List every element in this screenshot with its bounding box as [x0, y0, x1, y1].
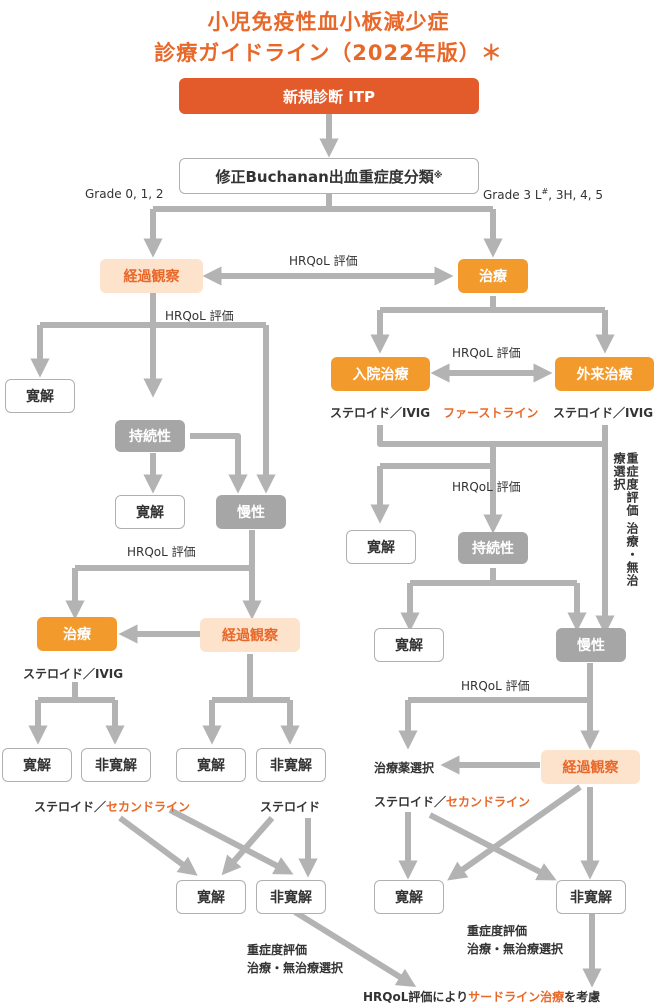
arrow-cross-a — [118, 815, 198, 876]
title-line-1: 小児免疫性血小板減少症 — [207, 10, 450, 34]
steroid-second-left-b: セカンドライン — [106, 800, 191, 814]
arrow-to-remission-l1 — [40, 322, 266, 368]
first-line-label: ファーストライン — [443, 406, 539, 420]
steroid-second-right-a: ステロイド／ — [374, 795, 447, 809]
grade-right-b: , 3H, 4, 5 — [548, 188, 604, 202]
severity-left-label: 重症度評価 治療・無治療選択 — [247, 941, 343, 977]
hrqol-label-1: HRQoL 評価 — [289, 254, 358, 268]
hrqol-label-4: HRQoL 評価 — [452, 346, 521, 360]
steroid-second-right-b: セカンドライン — [446, 795, 531, 809]
grade-left-label: Grade 0, 1, 2 — [85, 187, 164, 201]
severity-vertical-label: 重症度評価 治療・無治療選択 — [612, 452, 639, 588]
final-note-a: HRQoL評価により — [363, 990, 469, 1004]
severity-right-label: 重症度評価 治療・無治療選択 — [467, 922, 563, 958]
final-note-b: サードライン治療 — [468, 990, 565, 1004]
steroid-ivig-in-label: ステロイド／IVIG — [330, 406, 431, 420]
final-note: HRQoL評価によりサードライン治療を考慮 — [363, 988, 600, 1005]
buchanan-label: 修正Buchanan出血重症度分類 — [215, 167, 434, 186]
observe-right-node: 経過観察 — [541, 750, 640, 784]
arrow-treat-top-branch — [377, 296, 605, 344]
observe-top-node: 経過観察 — [100, 259, 203, 293]
hrqol-label-3: HRQoL 評価 — [127, 545, 196, 559]
remission-node-l1: 寛解 — [5, 379, 75, 413]
arrow-buchanan-branch — [153, 193, 493, 212]
arrow-persistent-r-branch — [407, 568, 577, 622]
nonremission-node-l2: 非寛解 — [256, 748, 326, 782]
treat-top-node: 治療 — [458, 259, 528, 293]
arrow-in-out-merge — [377, 425, 608, 447]
persistent-left-node: 持続性 — [115, 420, 185, 452]
severity-right-line-1: 重症度評価 — [467, 924, 528, 938]
observe-left-node: 経過観察 — [200, 618, 300, 652]
hrqol-label-2: HRQoL 評価 — [165, 309, 234, 323]
arrow-persistent-chronic — [190, 433, 248, 494]
outpatient-node: 外来治療 — [555, 357, 654, 391]
drug-select-label: 治療薬選択 — [374, 761, 435, 775]
remission-node-l3: 寛解 — [2, 748, 72, 782]
inpatient-node: 入院治療 — [331, 357, 430, 391]
steroid-second-left-a: ステロイド／ — [34, 800, 107, 814]
arrow-cross-b — [168, 807, 294, 875]
persistent-right-node: 持続性 — [458, 532, 528, 564]
arrow-chronic-l-branch — [75, 565, 252, 610]
grade-right-label: Grade 3 L#, 3H, 4, 5 — [483, 187, 603, 202]
grade-right-sup: # — [541, 187, 549, 196]
remission-node-l2: 寛解 — [115, 495, 185, 529]
steroid-second-right-label: ステロイド／セカンドライン — [374, 793, 530, 810]
remission-node-r3: 寛解 — [374, 880, 444, 914]
severity-left-line-2: 治療・無治療選択 — [247, 961, 344, 975]
arrow-treat-l-down — [35, 682, 115, 735]
steroid-second-left-label: ステロイド／セカンドライン — [34, 798, 190, 815]
remission-node-l4: 寛解 — [176, 748, 246, 782]
arrow-observe-l-down — [209, 654, 290, 735]
hrqol-label-6: HRQoL 評価 — [461, 679, 530, 693]
hrqol-label-5: HRQoL 評価 — [452, 480, 521, 494]
arrow-to-remission-r1 — [380, 463, 493, 514]
grade-right-a: Grade 3 L — [483, 188, 542, 202]
arrow-r-cross-b — [428, 812, 557, 881]
chronic-left-node: 慢性 — [216, 495, 286, 529]
arrow-r-cross-c — [447, 784, 582, 881]
buchanan-mark: ※ — [433, 171, 443, 181]
nonremission-node-l3: 非寛解 — [256, 880, 326, 914]
steroid-ivig-out-label: ステロイド／IVIG — [553, 406, 654, 420]
remission-node-r1: 寛解 — [346, 530, 416, 564]
chronic-right-node: 慢性 — [556, 628, 626, 662]
nonremission-node-r: 非寛解 — [556, 880, 626, 914]
severity-left-line-1: 重症度評価 — [247, 943, 308, 957]
arrow-to-final — [293, 909, 417, 988]
final-note-c: を考慮 — [564, 990, 601, 1004]
arrow-chronic-r-branch — [408, 697, 590, 740]
title-line-2: 診療ガイドライン（2022年版）＊ — [154, 41, 503, 65]
new-itp-node: 新規診断 ITP — [179, 78, 479, 114]
treat-left-node: 治療 — [37, 617, 117, 651]
severity-right-line-2: 治療・無治療選択 — [467, 942, 564, 956]
steroid-ivig-left-label: ステロイド／IVIG — [23, 667, 124, 681]
arrow-cross-c — [221, 816, 275, 876]
remission-node-l5: 寛解 — [176, 880, 246, 914]
remission-node-r2: 寛解 — [374, 628, 444, 662]
buchanan-node: 修正Buchanan出血重症度分類※ — [179, 158, 479, 194]
steroid-only-label: ステロイド — [260, 800, 321, 814]
nonremission-node-l1: 非寛解 — [81, 748, 151, 782]
